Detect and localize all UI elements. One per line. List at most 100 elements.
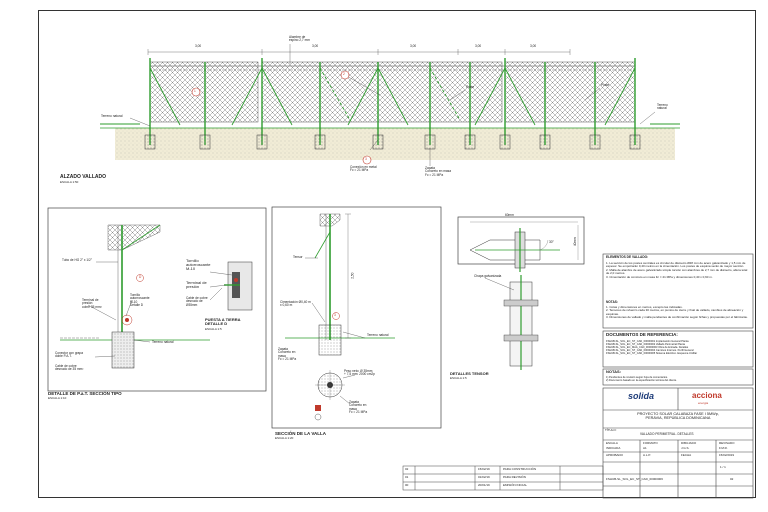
- dim-label: 3,00: [475, 44, 482, 48]
- dim-label: 3,00: [530, 44, 537, 48]
- field-value: 15/02/2019: [719, 453, 735, 457]
- tensor-label: Tensor: [293, 255, 303, 259]
- field-value: A1: [643, 446, 647, 450]
- post-weight-label: Peso neto: Ø 35mm + 7,5 mm: 2000 cm2p: [344, 369, 375, 377]
- elevation-scale: ESCALA 1:50: [60, 180, 79, 184]
- metal-connection-label: Conexión en metal Fc = 21 MPa: [350, 165, 377, 173]
- tensor-scale: ESCALA 1:5: [450, 376, 467, 380]
- note-item: 1) Pendientes de revisión según hoja de …: [606, 376, 668, 379]
- rev-date: 01/02/19: [478, 475, 490, 479]
- revision-number: 02: [730, 477, 734, 481]
- field-value: A.L.P.: [643, 453, 651, 457]
- barbed-wire-label: Alambre de espino 2,7 mm: [289, 35, 310, 43]
- rev-date: 15/02/19: [478, 467, 490, 471]
- tensor-side-dim: 40mm: [572, 237, 577, 247]
- detail-d-cable: Cable de cobre desnudo de Ø35mm: [186, 296, 208, 307]
- detail-d-title: PUESTA A TIERRA DETALLE D: [205, 317, 241, 327]
- notes-title: NOTAS:: [606, 369, 622, 374]
- bare-cable-label: Cable de cobre desnudo de 35 mm²: [55, 364, 84, 372]
- natural-ground-right-label: Terreno natural: [657, 103, 668, 111]
- fence-section-drawing: [271, 206, 442, 429]
- tensor-top-dim: 60mm: [505, 213, 514, 217]
- field-label: FORMATO: [643, 441, 658, 445]
- tensor-title: DETALLES TENSOR: [450, 371, 489, 376]
- drawing-title: VALLADO PERIMETRAL. DETALLES: [640, 432, 694, 436]
- field-label: DIBUJADO: [681, 441, 697, 445]
- client-logo: solida: [628, 391, 655, 401]
- rev-desc: PARA CONSTRUCCIÓN: [503, 467, 537, 471]
- right-column-frames: [602, 253, 754, 499]
- fence-element-item: 3. Cimentación de concreto en masa Fc = …: [606, 274, 713, 279]
- fence-element-item: 2. Malla de alambre de acero galvanizado…: [606, 267, 748, 276]
- pat-scale: ESCALA 1:10: [48, 396, 67, 400]
- field-label: FECHA: [681, 453, 692, 457]
- pressure-terminal-label: Terminal de presión cobre 35 mm²: [82, 298, 102, 309]
- doc-number: FSHUB-SL_SOL_EC_ST_CAD_00000006: [606, 477, 663, 481]
- detail-d-screw: Tornillo autorroscante M-10: [186, 258, 211, 272]
- reference-doc-item: FSHUB-SL_SOL_EC_ST_CAD_00000002 Vallado …: [606, 343, 685, 347]
- drawing-sheet: [38, 10, 756, 498]
- dim-label: 3,00: [195, 44, 202, 48]
- tensor-detail-drawing: [457, 216, 585, 370]
- fence-elevation: [100, 44, 680, 166]
- ground-connector-label: Conector con grapa doble P.A.T.: [55, 351, 83, 359]
- callout-2: 2: [343, 72, 345, 76]
- rev-id: 00: [405, 483, 409, 487]
- elevation-title: ALZADO VALLADO: [60, 174, 107, 180]
- general-notes-list: 1. Cotas y dimensiones en metros, except…: [606, 305, 751, 320]
- reference-doc-item: FSHUB-SL_SOL_EC_MAA_CAD_00000003 Obra de…: [606, 346, 689, 350]
- section-footing-label: Zapata Concreto en masa Fc = 21 MPa: [278, 347, 297, 362]
- rev-desc: PARA REVISIÓN: [503, 475, 526, 479]
- reference-docs-title: DOCUMENTOS DE REFERENCIA:: [606, 332, 678, 337]
- pat-title: DETALLE DE P.a.T. SECCIÓN TIPO: [48, 391, 122, 396]
- callout-3: 3: [365, 157, 367, 161]
- section-scale: ESCALA 1:20: [275, 436, 294, 440]
- post-label-left: Poste: [466, 85, 475, 89]
- project-name: PROYECTO SOLAR CALABAZA FASE I 5MWp, PER…: [637, 412, 719, 420]
- acciona-logo: acciona: [692, 391, 722, 400]
- fence-elements-list: 1. La sección de los postes centrales es…: [606, 261, 751, 279]
- field-label: ESCALA: [606, 441, 618, 445]
- detail-d-terminal: Terminal de presión: [186, 280, 207, 290]
- section-footing2-label: Zapata Concreto en masa Fc = 21 MPa: [349, 400, 368, 415]
- sheet-number: 1 / 1: [720, 465, 726, 469]
- natural-ground-label: Terreno natural: [101, 114, 123, 118]
- rev-id: 01: [405, 475, 409, 479]
- post-label-right: Poste: [601, 83, 610, 87]
- detail-d-scale: ESCALA 1:5: [205, 327, 222, 331]
- concrete-foundation-label: Zapata Concreto en masa Fc = 21 MPa: [425, 166, 452, 177]
- field-value: J.G.S.: [681, 446, 690, 450]
- section-title: SECCIÓN DE LA VALLA: [275, 431, 327, 436]
- field-label: REVISADO: [719, 441, 735, 445]
- general-note-item: 3. Dimensiones de vallado y malla pendie…: [606, 315, 748, 320]
- detail-pat-drawing: [47, 207, 267, 392]
- tube-label: Tubo de HG 2" x 1/2": [62, 258, 92, 262]
- general-notes-title: NOTAS:: [606, 300, 618, 304]
- dim-label: 3,00: [410, 44, 417, 48]
- fence-element-item: 1. La sección de los postes centrales es…: [606, 261, 746, 269]
- section-natural-ground-label: Terreno natural: [367, 333, 389, 337]
- fence-elements-title: ELEMENTOS DE VALLADO:: [606, 255, 649, 259]
- general-note-item: 2. Tensores de refuerzo cada 30 metros, …: [606, 308, 744, 316]
- pat-natural-ground-label: Terreno natural: [152, 340, 174, 344]
- notes-list: 1) Pendientes de revisión según hoja de …: [606, 376, 751, 382]
- general-note-item: 1. Cotas y dimensiones en metros, except…: [606, 305, 683, 309]
- reference-doc-item: FSHUB-SL_SOL_EC_ST_CAD_00000005 Sistema …: [606, 352, 698, 356]
- callout-d: D: [139, 275, 142, 279]
- rev-desc: EMISIÓN INICIAL: [503, 483, 528, 487]
- field-value: INDICADA: [606, 446, 621, 450]
- field-label: APROBADO: [606, 453, 624, 457]
- callout-1: 1: [194, 89, 196, 93]
- tensor-angle: 30°: [549, 240, 554, 244]
- title-label: TÍTULO:: [605, 428, 617, 432]
- galvanized-plate-label: Chapa galvanizada: [474, 274, 502, 278]
- acciona-logo-sub: energía: [698, 401, 709, 405]
- section-callout: 3: [334, 313, 336, 317]
- revision-table-frame: [402, 465, 604, 491]
- screw-label: Tornillo autorroscante M-10 Detalle D: [130, 293, 150, 308]
- dim-label: 3,00: [312, 44, 319, 48]
- section-height-dim: 2,50: [350, 272, 355, 279]
- note-item: 2) Documento basado en la especificación…: [606, 379, 677, 383]
- rev-id: 02: [405, 467, 409, 471]
